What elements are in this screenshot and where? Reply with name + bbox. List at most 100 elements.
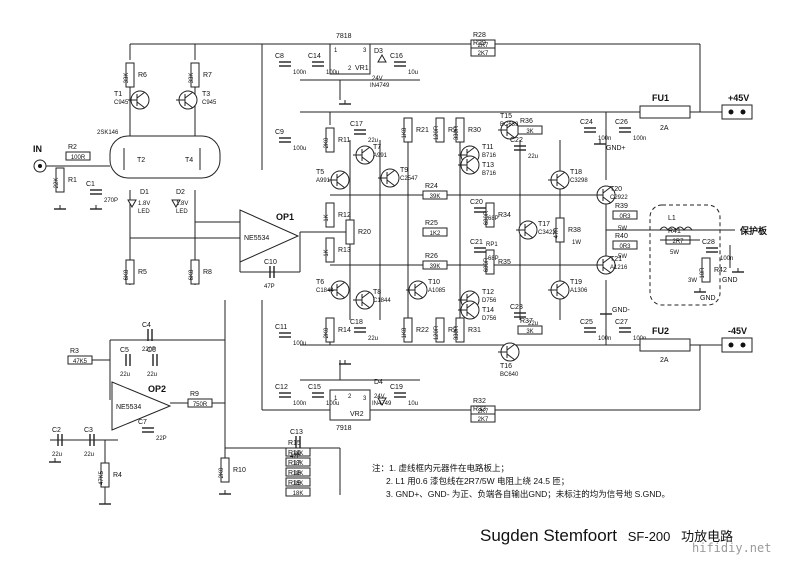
terminal-pos[interactable]: +45V — [721, 93, 753, 120]
c19-ref: C19 — [390, 384, 403, 391]
r35-val: 680R — [484, 257, 490, 272]
c18-ref: C18 — [350, 319, 363, 326]
c19-val: 10u — [408, 401, 418, 407]
r29-val: 2K7 — [478, 51, 489, 57]
jfet-pair: 2SK146 T2 T4 — [97, 130, 221, 179]
c13-val: 47P — [290, 454, 301, 460]
r22-ref: R22 — [416, 327, 429, 334]
t12-ref: T12 — [482, 289, 494, 296]
t1-ref: T1 — [114, 91, 122, 98]
output-label: 保护板 — [739, 225, 768, 236]
r4-val: 47K5 — [99, 470, 105, 485]
regulator-top: 7818 1 2 3 VR1 D3 24V IN4749 — [329, 33, 390, 89]
title-model: SF-200 — [627, 529, 671, 544]
fuse-fu2: FU2 2A — [639, 326, 691, 364]
svg-text:FU2: FU2 — [652, 326, 669, 336]
t16-part: BC640 — [500, 372, 519, 378]
c5-val: 22u — [120, 372, 130, 378]
r17-ref: R17 — [288, 460, 301, 467]
terminal-neg[interactable]: -45V — [721, 326, 753, 353]
svg-text:D2: D2 — [176, 189, 185, 196]
r17-val: 18K — [293, 471, 304, 477]
input-connector[interactable]: IN — [33, 144, 47, 173]
r7-ref: R7 — [203, 72, 212, 79]
r24-val: 39K — [430, 194, 441, 200]
t13-ref: T13 — [482, 162, 494, 169]
r16-val: 18K — [293, 461, 304, 467]
schematic-title: Sugden Stemfoort SF-200 功放电路 — [480, 526, 733, 546]
svg-text:OP1: OP1 — [276, 212, 294, 222]
t12-part: D756 — [482, 298, 497, 304]
t9-part: C2547 — [400, 176, 418, 182]
t20-part: C2922 — [610, 195, 628, 201]
c7-val: 22P — [156, 436, 167, 442]
r40-ref: R40 — [615, 233, 628, 240]
t5-part: A991 — [316, 178, 331, 184]
r9-ref: R9 — [190, 391, 199, 398]
c23-val: 22u — [528, 321, 538, 327]
t19-ref: T19 — [570, 279, 582, 286]
t10-part: A1085 — [428, 288, 446, 294]
c17-ref: C17 — [350, 121, 363, 128]
r15-ref: R15 — [288, 440, 301, 447]
r14-val: 2K0 — [324, 327, 330, 338]
regulator-bottom: 7918 1 2 3 VR2 D4 24V IN4749 — [329, 379, 392, 432]
t17-part: C3423 — [538, 230, 556, 236]
t17-ref: T17 — [538, 221, 550, 228]
svg-text:+45V: +45V — [728, 93, 749, 103]
r4-ref: R4 — [113, 472, 122, 479]
c4-ref: C4 — [142, 322, 151, 329]
r37-ref: R37 — [520, 318, 533, 325]
r40-val: 0R3 — [619, 244, 631, 250]
svg-text:T4: T4 — [185, 157, 193, 164]
r33-ref: R33 — [473, 406, 486, 413]
r41-val: 2R7 — [672, 239, 684, 245]
c5-ref: C5 — [120, 347, 129, 354]
r5-ref: R5 — [138, 269, 147, 276]
output-network: L1 保护板 GND GND — [649, 204, 768, 306]
svg-text:3: 3 — [363, 396, 367, 402]
svg-text:GND: GND — [722, 277, 738, 284]
svg-text:OP2: OP2 — [148, 384, 166, 394]
power-wiring — [129, 43, 722, 411]
r13-ref: R13 — [338, 247, 351, 254]
r11-ref: R11 — [338, 137, 350, 144]
watermark: hifidiy.net — [692, 541, 772, 555]
r32-val: 2K7 — [478, 409, 489, 415]
svg-text:L1: L1 — [668, 215, 676, 222]
opamp-op1: NE5534 OP1 — [239, 209, 300, 263]
svg-text:3: 3 — [363, 48, 367, 54]
svg-text:2: 2 — [348, 394, 352, 400]
reg-bottom-label: VR2 — [350, 411, 364, 418]
r33-val: 2K7 — [478, 417, 489, 423]
